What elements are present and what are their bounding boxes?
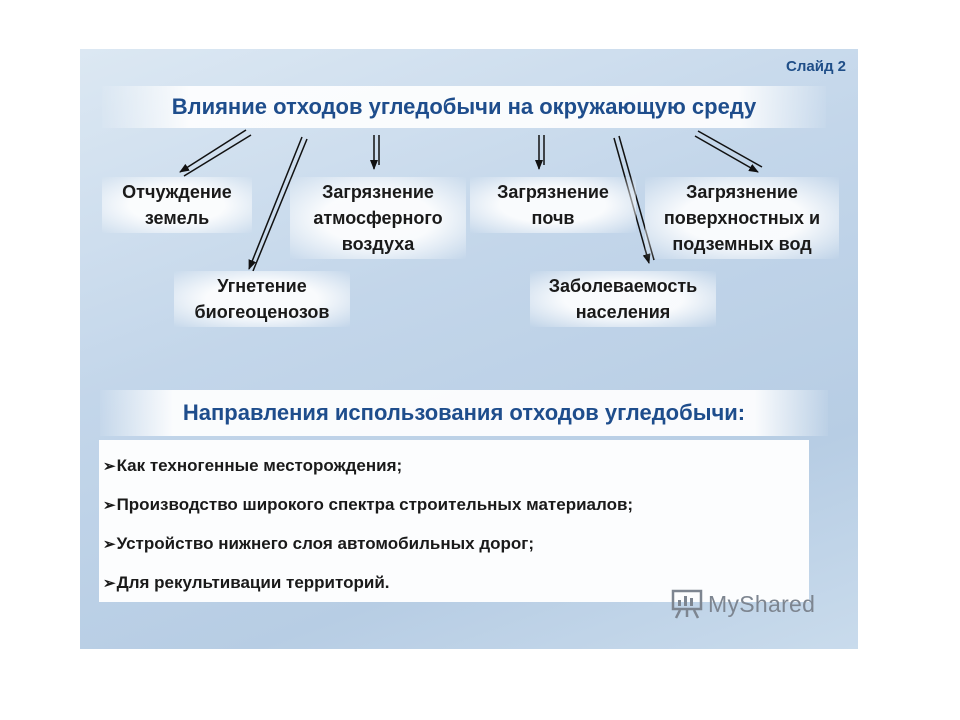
arrow-bullet-icon: ➢ (103, 458, 116, 475)
title-banner: Влияние отходов угледобычи на окружающую… (102, 86, 826, 128)
arrow-to-air (370, 135, 380, 170)
logo-text: MyShared (708, 590, 816, 617)
node-biocenosis-oppression: Угнетение биогеоценозов (174, 271, 350, 327)
node-soil-pollution: Загрязнение почв (470, 177, 636, 233)
node-population-morbidity: Заболеваемость населения (530, 271, 716, 327)
arrow-bullet-icon: ➢ (103, 536, 116, 553)
arrow-to-soil (535, 135, 545, 170)
arrow-to-alienation (179, 129, 252, 177)
arrow-to-biocenosis (248, 136, 308, 272)
node-air-pollution: Загрязнение атмосферного воздуха (290, 177, 466, 259)
slide-title: Влияние отходов угледобычи на окружающую… (171, 94, 757, 119)
list-item: ➢Устройство нижнего слоя автомобильных д… (103, 534, 535, 553)
section-title: Направления использования отходов угледо… (182, 400, 746, 425)
arrow-to-water (694, 130, 763, 173)
list-item: ➢Для рекультивации территорий. (103, 573, 390, 592)
myshared-logo: MyShared (670, 586, 815, 622)
arrow-bullet-icon: ➢ (103, 575, 116, 592)
section-banner: Направления использования отходов угледо… (100, 390, 828, 436)
list-item: ➢Производство широкого спектра строитель… (103, 495, 634, 514)
node-water-pollution: Загрязнение поверхностных и подземных во… (645, 177, 839, 259)
node-land-alienation: Отчуждение земель (102, 177, 252, 233)
list-item: ➢Как техногенные месторождения; (103, 456, 403, 475)
slide: Слайд 2 Влияние отходов угледобычи на ок… (80, 49, 858, 649)
slide-number: Слайд 2 (786, 58, 846, 75)
presentation-board-icon (671, 589, 703, 619)
arrow-bullet-icon: ➢ (103, 497, 116, 514)
uses-list: ➢Как техногенные месторождения; ➢Произво… (99, 440, 809, 602)
